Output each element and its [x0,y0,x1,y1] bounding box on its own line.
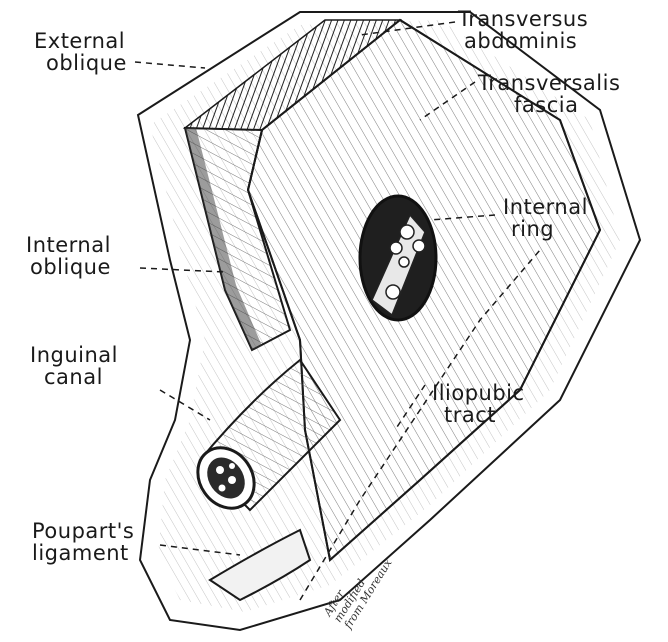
label-iliopubic-tract: Iliopubic tract [432,382,525,426]
label-pouparts-ligament: Poupart's ligament [32,520,134,564]
label-internal-ring: Internal ring [503,196,588,240]
label-internal-oblique: Internal oblique [26,234,111,278]
label-inguinal-canal: Inguinal canal [30,344,118,388]
label-transversus-abdominis: Transversus abdominis [458,8,588,52]
label-external-oblique: External oblique [34,30,127,74]
label-transversalis-fascia: Transversalis fascia [478,72,620,116]
